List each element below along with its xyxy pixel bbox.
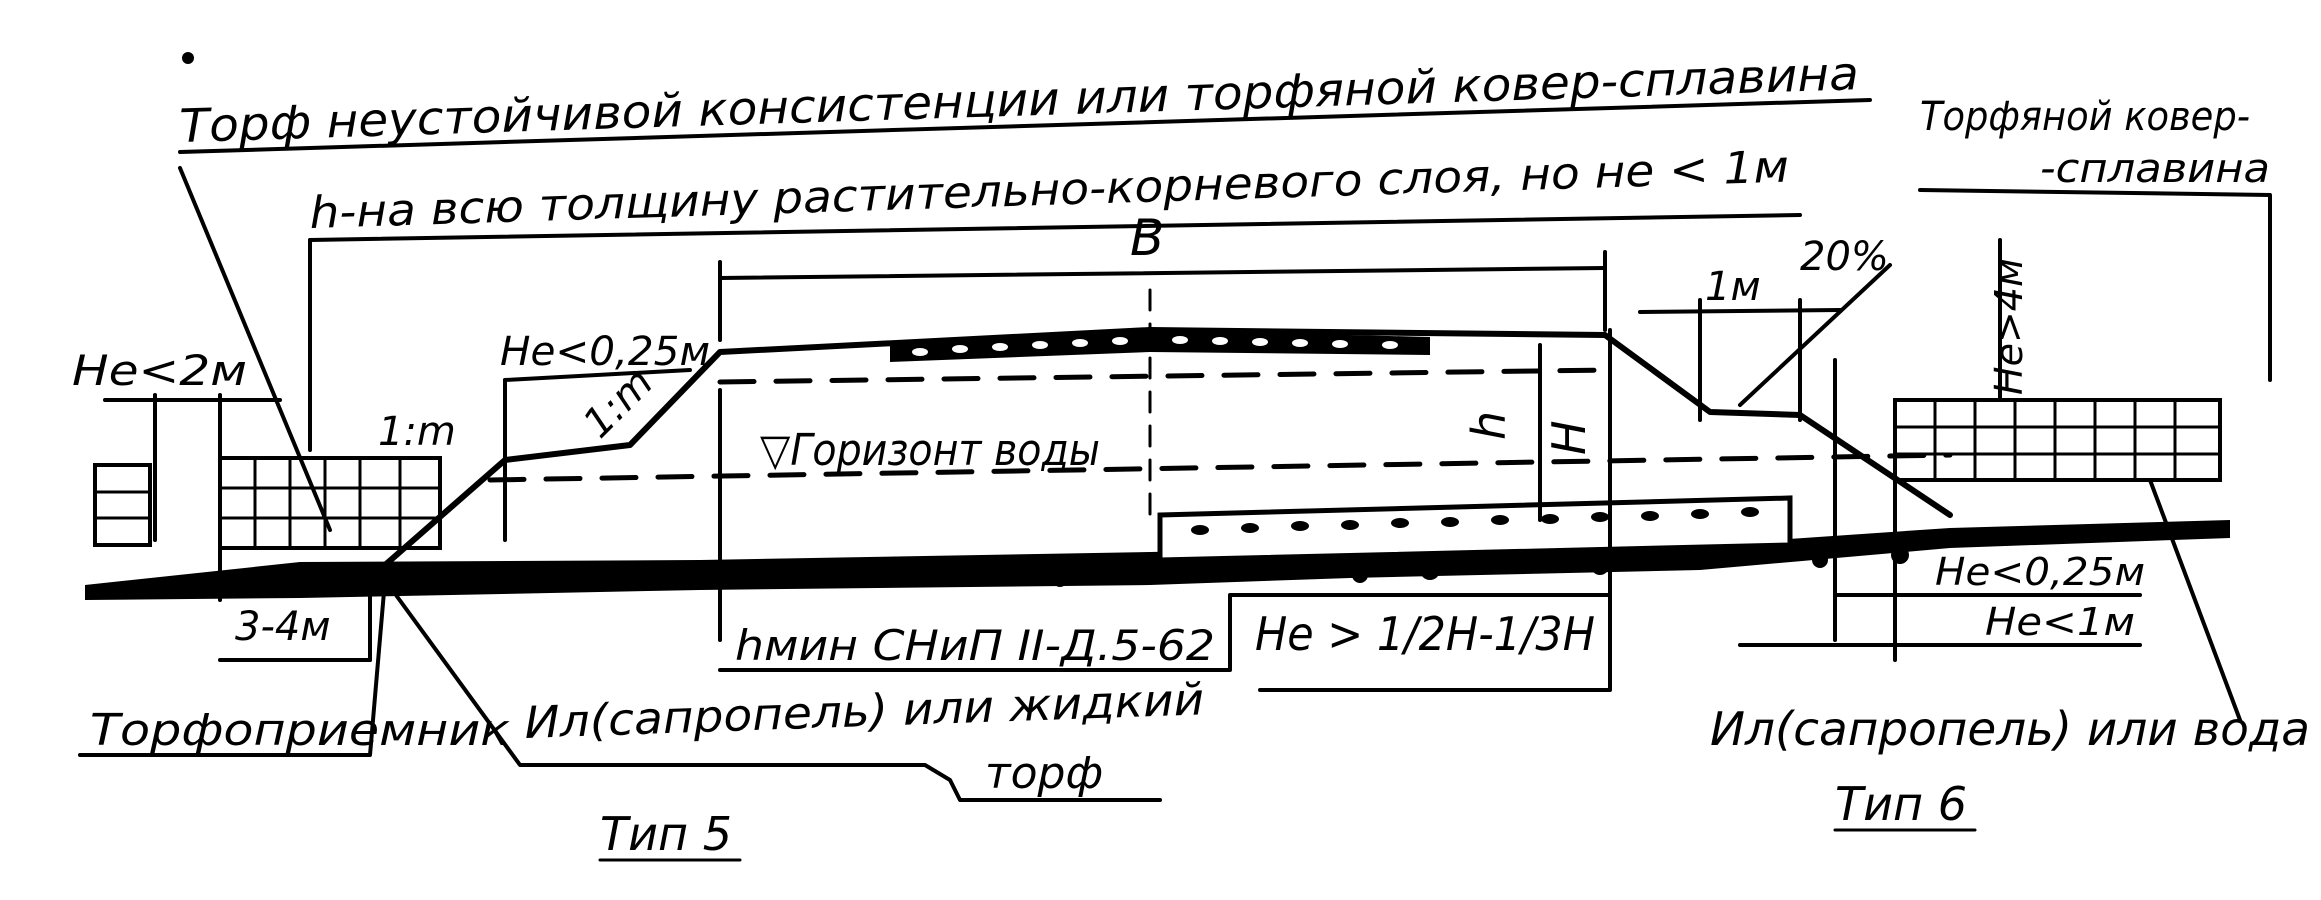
crown-pebbles — [912, 336, 1398, 356]
label-right-top-b: -сплавина — [2040, 146, 2270, 192]
label-width-b: B — [1130, 209, 1164, 267]
dim-b-line — [718, 266, 1607, 280]
crown-dashed-line — [717, 367, 1613, 385]
label-twenty-pct: 20% — [1800, 234, 1889, 280]
peat-block-right — [1893, 398, 2222, 482]
water-horizon-line — [487, 452, 1953, 483]
label-top-line1: Торф неустойчивой консистенции или торфя… — [179, 46, 1860, 153]
label-type5: Тип 5 — [600, 807, 732, 861]
label-h-small: h — [1462, 411, 1516, 440]
label-type6: Тип 6 — [1835, 777, 1967, 831]
peat-block-left-inner — [218, 456, 442, 550]
label-silt-left: Ил(сапропель) или жидкий — [524, 674, 1205, 749]
label-three-four-m: 3-4м — [235, 604, 331, 650]
label-min-025-right: Не<0,25м — [1935, 550, 2145, 594]
label-peat-receiver: Торфоприемник — [90, 705, 510, 756]
base-fill-pebbles — [1191, 507, 1759, 535]
label-min-1m-right: Не<1м — [1985, 600, 2135, 644]
label-h-big: H — [1542, 420, 1596, 455]
label-slope-left: 1:m — [378, 409, 456, 455]
label-half-h: Не > 1/2H-1/3H — [1255, 607, 1595, 661]
peat-block-left-outer — [93, 463, 152, 547]
label-water-horizon: ▽Горизонт воды — [760, 425, 1100, 476]
label-min-2m: Не<2м — [72, 346, 247, 395]
label-top-line2: h-на всю толщину растительно-корневого с… — [309, 142, 1790, 239]
label-h-min-snip: hмин СНиП II-Д.5-62 — [735, 621, 1215, 670]
ink-dot — [182, 52, 194, 64]
label-min-025-top: Не<0,25м — [500, 329, 710, 375]
label-right-top-a: Торфяной ковер- — [1920, 94, 2250, 140]
label-silt-left-2: торф — [985, 748, 1103, 799]
label-not-more-4m: Не>4м — [1987, 258, 2031, 395]
label-one-m: 1м — [1705, 264, 1761, 310]
base-fill-right — [1157, 495, 1793, 563]
crown-surfacing — [890, 330, 1430, 362]
label-silt-right: Ил(сапропель) или вода — [1710, 702, 2310, 756]
